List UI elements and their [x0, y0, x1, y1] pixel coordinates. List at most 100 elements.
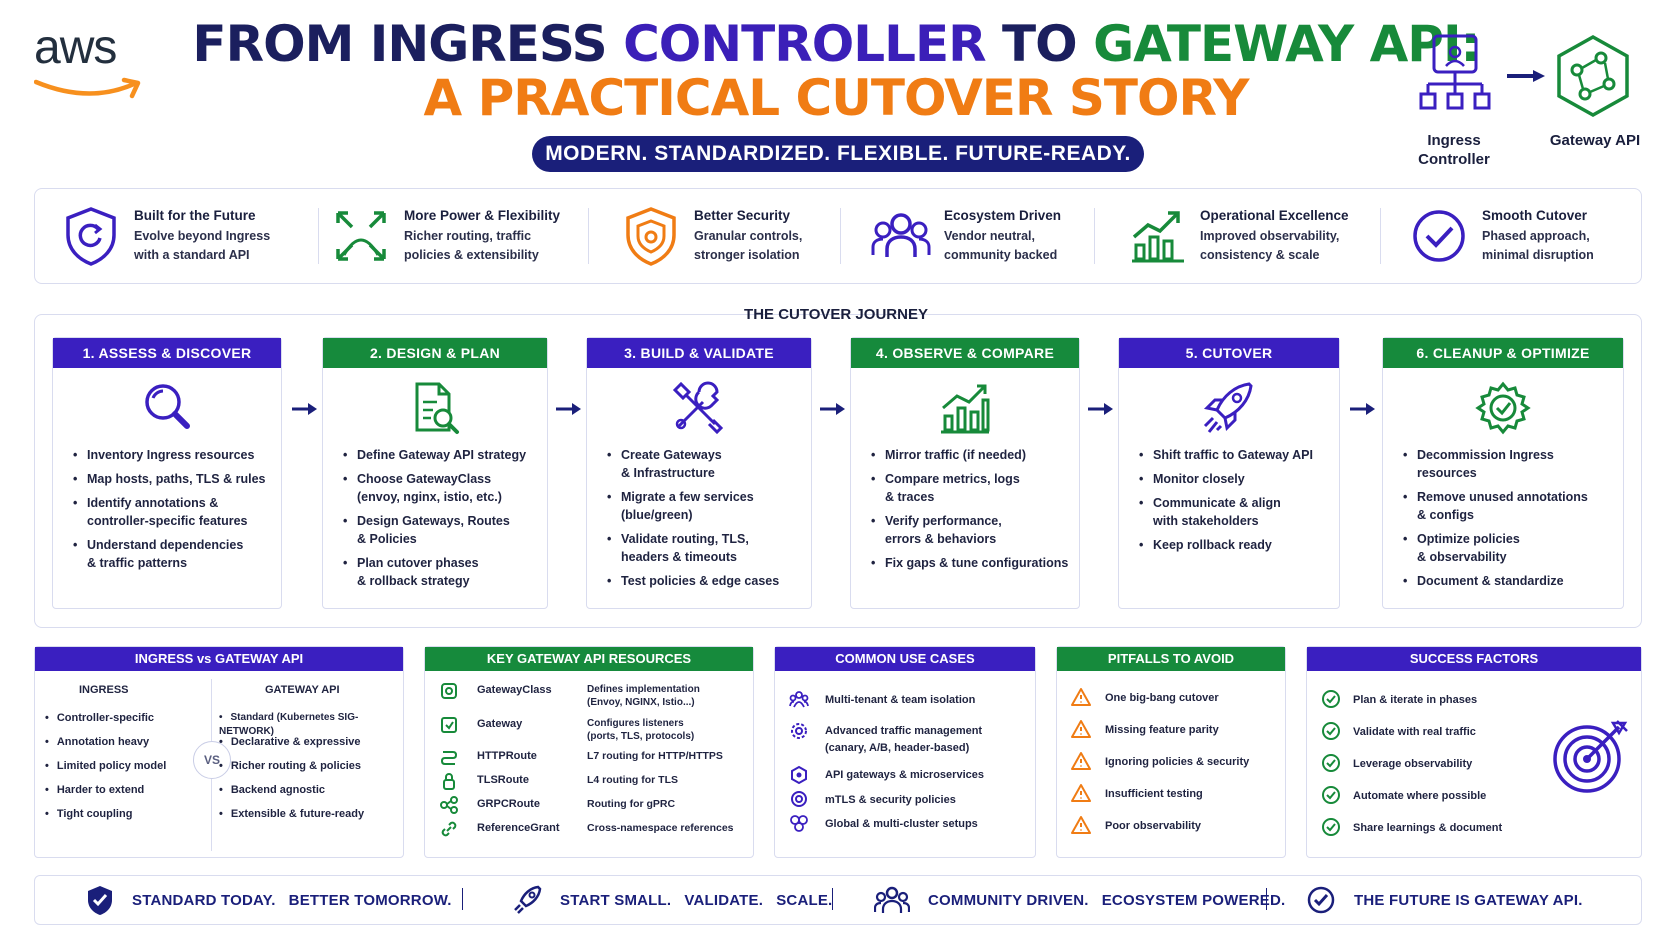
resource-name: HTTPRoute: [477, 750, 537, 762]
resource-desc: L4 routing for TLS: [587, 774, 678, 786]
gateway-column-title: GATEWAY API: [265, 684, 340, 696]
step-header: 3. BUILD & VALIDATE: [587, 338, 811, 368]
resource-name: GRPCRoute: [477, 798, 540, 810]
step-item: Define Gateway API strategy: [343, 446, 541, 464]
step-item: Validate routing, TLS, headers & timeout…: [607, 530, 805, 566]
gateway-api-icon: [1557, 34, 1629, 118]
ingress-controller-icon: [1419, 34, 1491, 110]
use-case-item: Advanced traffic management (canary, A/B…: [825, 725, 983, 754]
people-icon: [871, 213, 931, 257]
step-item: Inventory Ingress resources: [73, 446, 275, 464]
title-gateway-api: GATEWAY API:: [1093, 15, 1480, 73]
team-icon: [789, 691, 809, 708]
gateway-item: Backend agnostic: [219, 783, 325, 797]
pitfall-item: Poor observability: [1105, 820, 1201, 832]
check-circle-icon: [1322, 818, 1340, 836]
check-circle-icon: [1307, 886, 1335, 914]
shield-check-icon: [88, 886, 112, 915]
footer-banner: [34, 875, 1642, 925]
gateway-item: Extensible & future-ready: [219, 807, 364, 821]
gatewayclass-icon: [441, 683, 457, 699]
gateway-item: Declarative & expressive: [219, 735, 361, 749]
step-item: Choose GatewayClass (envoy, nginx, istio…: [343, 470, 541, 506]
tools-icon: [672, 381, 724, 435]
use-case-item: mTLS & security policies: [825, 794, 956, 806]
document-search-icon: [415, 382, 459, 434]
route-icon: [440, 751, 458, 765]
step-header: 5. CUTOVER: [1119, 338, 1339, 368]
ingress-item: Annotation heavy: [45, 735, 149, 749]
success-item: Plan & iterate in phases: [1353, 694, 1478, 706]
step-item: Fix gaps & tune configurations: [871, 554, 1073, 572]
step-item: Migrate a few services (blue/green): [607, 488, 805, 524]
step-item: Optimize policies & observability: [1403, 530, 1617, 566]
footer-item-start-small: START SMALL. VALIDATE. SCALE.: [512, 875, 832, 925]
link-icon: [441, 821, 457, 837]
panel-header: COMMON USE CASES: [775, 647, 1035, 671]
resource-name: GatewayClass: [477, 684, 552, 696]
panel-header: PITFALLS TO AVOID: [1057, 647, 1285, 671]
step-item: Keep rollback ready: [1139, 536, 1333, 554]
journey-step-cleanup: 6. CLEANUP & OPTIMIZE Decommission Ingre…: [1382, 337, 1624, 609]
panel-header: KEY GATEWAY API RESOURCES: [425, 647, 753, 671]
step-item: Mirror traffic (if needed): [871, 446, 1073, 464]
grpc-icon: [440, 796, 458, 814]
success-item: Validate with real traffic: [1353, 726, 1476, 738]
ingress-vs-gateway-panel: INGRESS vs GATEWAY API INGRESS GATEWAY A…: [34, 646, 404, 858]
gateway-icon: [441, 717, 457, 733]
step-item: Understand dependencies & traffic patter…: [73, 536, 275, 572]
resource-desc: L7 routing for HTTP/HTTPS: [587, 750, 723, 762]
use-case-item: API gateways & microservices: [825, 769, 984, 781]
lock-icon: [443, 773, 455, 790]
journey-title: THE CUTOVER JOURNEY: [744, 306, 928, 323]
journey-step-cutover: 5. CUTOVER Shift traffic to Gateway API …: [1118, 337, 1340, 609]
use-case-item: Global & multi-cluster setups: [825, 818, 978, 830]
tagline-banner: MODERN. STANDARDIZED. FLEXIBLE. FUTURE-R…: [532, 136, 1144, 172]
key-resources-panel: KEY GATEWAY API RESOURCES GatewayClass D…: [424, 646, 754, 858]
success-item: Share learnings & document: [1353, 822, 1503, 834]
footer-item-standard: STANDARD TODAY. BETTER TOMORROW.: [86, 875, 452, 925]
arrow-right-icon: [292, 403, 317, 415]
warning-icon: [1071, 784, 1091, 802]
use-cases-panel: COMMON USE CASES Multi-tenant & team iso…: [774, 646, 1036, 858]
page-title-line1: FROM INGRESS CONTROLLER TO GATEWAY API:: [0, 16, 1672, 72]
gear-check-icon: [1475, 381, 1531, 435]
pitfalls-panel: PITFALLS TO AVOID One big-bang cutover M…: [1056, 646, 1286, 858]
use-case-item: Multi-tenant & team isolation: [825, 694, 976, 706]
step-item: Remove unused annotations & configs: [1403, 488, 1617, 524]
resource-name: Gateway: [477, 718, 523, 730]
journey-step-design: 2. DESIGN & PLAN Define Gateway API stra…: [322, 337, 548, 609]
pitfall-item: Missing feature parity: [1105, 724, 1219, 736]
step-item: Monitor closely: [1139, 470, 1333, 488]
step-header: 2. DESIGN & PLAN: [323, 338, 547, 368]
aws-logo-text: aws: [34, 21, 117, 74]
title-to: TO: [985, 15, 1094, 73]
panel-header: INGRESS vs GATEWAY API: [35, 647, 403, 671]
expand-arrows-icon: [336, 211, 386, 261]
arrow-right-icon: [1088, 403, 1113, 415]
rocket-icon: [514, 885, 542, 914]
pitfall-item: Ignoring policies & security: [1105, 756, 1250, 768]
step-item: Shift traffic to Gateway API: [1139, 446, 1333, 464]
success-item: Automate where possible: [1353, 790, 1487, 802]
gateway-api-label: Gateway API: [1549, 132, 1641, 149]
journey-step-build: 3. BUILD & VALIDATE Create Gateways & In…: [586, 337, 812, 609]
warning-icon: [1071, 720, 1091, 738]
pitfall-item: One big-bang cutover: [1105, 692, 1219, 704]
people-icon: [874, 886, 910, 913]
title-ingress: FROM INGRESS: [192, 15, 624, 73]
warning-icon: [1071, 752, 1091, 770]
journey-step-observe: 4. OBSERVE & COMPARE Mirror traffic (if …: [850, 337, 1080, 609]
resource-name: TLSRoute: [477, 774, 529, 786]
check-circle-icon: [1413, 210, 1465, 262]
resource-desc: Routing for gPRC: [587, 798, 676, 810]
resource-desc: Configures listeners (ports, TLS, protoc…: [587, 718, 695, 742]
ingress-item: Tight coupling: [45, 807, 133, 821]
gear-icon: [791, 723, 807, 739]
rocket-icon: [1203, 382, 1253, 433]
api-icon: [791, 765, 807, 785]
step-item: Document & standardize: [1403, 572, 1617, 590]
